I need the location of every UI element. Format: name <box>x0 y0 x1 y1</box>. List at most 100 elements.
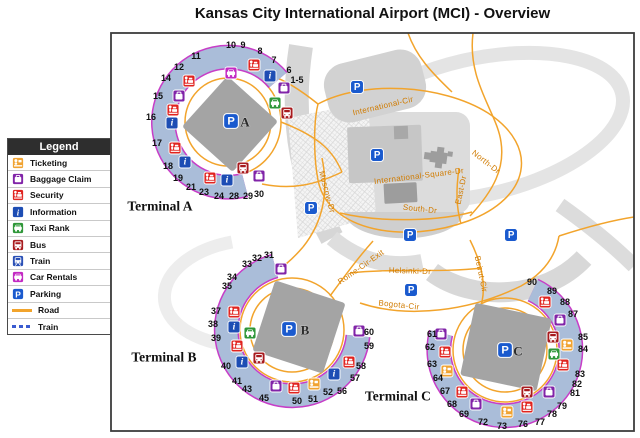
security-icon <box>520 400 534 414</box>
carrentals-icon <box>224 66 238 80</box>
parking-icon <box>497 342 513 358</box>
gate-label: 77 <box>535 417 545 427</box>
gate-label: 24 <box>214 191 224 201</box>
gate-label: 40 <box>221 361 231 371</box>
gate-label: 37 <box>211 306 221 316</box>
road-swatch <box>12 308 32 312</box>
legend-item-train: Train <box>8 252 110 268</box>
gate-label: 63 <box>427 359 437 369</box>
legend-item-label: Bus <box>30 239 47 250</box>
gate-label: 83 <box>575 369 585 379</box>
gate-label: 23 <box>199 187 209 197</box>
legend-item-label: Baggage Claim <box>30 174 92 185</box>
legend-item-label: Security <box>30 190 64 201</box>
gate-label: 78 <box>547 409 557 419</box>
ticketing-icon <box>12 157 24 169</box>
gate-label: 58 <box>356 361 366 371</box>
gate-label: 89 <box>547 286 557 296</box>
legend-item-label: Ticketing <box>30 157 68 168</box>
security-icon <box>247 58 261 72</box>
gate-label: 61 <box>427 329 437 339</box>
gate-label: 14 <box>161 73 171 83</box>
gate-label: 39 <box>211 333 221 343</box>
legend-item-security: Security <box>8 186 110 203</box>
legend-item-bus: Bus <box>8 235 110 252</box>
baggage-icon <box>277 81 291 95</box>
gate-label: 30 <box>254 189 264 199</box>
security-icon <box>203 171 217 185</box>
gate-label: 82 <box>572 379 582 389</box>
legend-item-taxi: Taxi Rank <box>8 219 110 236</box>
gate-label: 17 <box>152 138 162 148</box>
train-icon <box>12 255 24 267</box>
security-icon <box>556 358 570 372</box>
legend-item-info: Information <box>8 203 110 219</box>
terminal-letter: C <box>513 344 522 359</box>
page-title: Kansas City International Airport (MCI) … <box>194 5 551 22</box>
road-label: Helsinki-Dr <box>389 266 432 276</box>
bus-icon <box>546 330 560 344</box>
security-icon <box>168 141 182 155</box>
gate-label: 7 <box>271 55 276 65</box>
tower-building <box>423 146 453 169</box>
terminal-b-building <box>253 281 345 373</box>
info-icon <box>178 155 192 169</box>
baggage-icon <box>542 385 556 399</box>
legend-item-carrentals: Car Rentals <box>8 268 110 285</box>
ticketing-icon <box>560 338 574 352</box>
parking-icon <box>504 228 518 242</box>
legend-item-label: Car Rentals <box>30 272 78 283</box>
map-content: International-CirInternational-Square-Dr… <box>111 33 634 431</box>
terminal-name-label: Terminal C <box>365 389 431 404</box>
gate-label: 51 <box>308 394 318 404</box>
security-icon <box>227 305 241 319</box>
security-icon <box>12 189 24 201</box>
baggage-icon <box>252 169 266 183</box>
gate-label: 38 <box>208 319 218 329</box>
bus-icon <box>236 161 250 175</box>
gate-label: 88 <box>560 297 570 307</box>
gate-label: 19 <box>173 173 183 183</box>
legend-item-parking: Parking <box>8 285 110 301</box>
gate-label: 41 <box>232 376 242 386</box>
gate-label: 11 <box>191 51 201 61</box>
gate-label: 56 <box>337 386 347 396</box>
legend-item-label: Road <box>38 305 60 316</box>
info-icon <box>327 367 341 381</box>
legend-item-ticketing: Ticketing <box>8 155 110 170</box>
gate-label: 18 <box>163 161 173 171</box>
bus-icon <box>252 351 266 365</box>
taxi-icon <box>268 96 282 110</box>
gate-label: 64 <box>433 373 443 383</box>
gate-label: 45 <box>259 393 269 403</box>
parking-icon <box>223 113 239 129</box>
security-icon <box>230 339 244 353</box>
info-icon <box>227 320 241 334</box>
gate-label: 76 <box>518 419 528 429</box>
gate-label: 34 <box>227 272 237 282</box>
legend-item-baggage: Baggage Claim <box>8 170 110 186</box>
gate-label: 85 <box>578 332 588 342</box>
baggage-icon <box>172 89 186 103</box>
gate-label: 12 <box>174 62 184 72</box>
info-icon <box>220 173 234 187</box>
gate-label: 16 <box>146 112 156 122</box>
security-icon <box>342 355 356 369</box>
gate-label: 81 <box>570 388 580 398</box>
gate-label: 59 <box>364 341 374 351</box>
legend-title: Legend <box>8 139 110 155</box>
taxi-icon <box>547 347 561 361</box>
gate-label: 87 <box>568 309 578 319</box>
legend-item-label: Train <box>30 256 51 267</box>
gate-label: 57 <box>350 373 360 383</box>
terminal-letter: B <box>301 323 310 338</box>
gate-label: 9 <box>240 40 245 50</box>
gate-label: 50 <box>292 396 302 406</box>
legend-item-label: Taxi Rank <box>30 223 70 234</box>
gate-label: 15 <box>153 91 163 101</box>
map-border <box>110 32 635 432</box>
